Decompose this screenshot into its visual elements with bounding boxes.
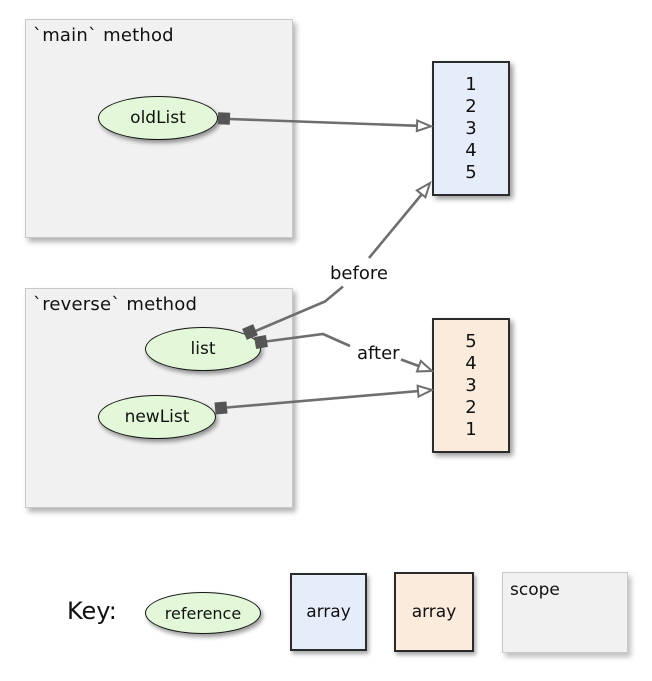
arrow-line (400, 358, 421, 368)
array-value: 2 (465, 95, 477, 117)
array-value: 4 (465, 352, 477, 374)
array-value: 1 (465, 73, 477, 95)
arrowhead-icon (415, 180, 432, 199)
array-value: 3 (465, 374, 477, 396)
arrow-line (367, 193, 424, 259)
key-array-blue-box: array (290, 573, 367, 651)
reference-oldlist-label: oldList (130, 108, 186, 128)
key-array-blue-label: array (306, 602, 351, 622)
array-value: 2 (465, 396, 477, 418)
main-method-scope: `main` method (25, 19, 293, 238)
key-reference-ellipse: reference (145, 592, 261, 634)
reference-list-label: list (190, 339, 216, 359)
reference-oldlist: oldList (98, 96, 218, 140)
array-value: 3 (465, 117, 477, 139)
arrowhead-icon (416, 384, 435, 399)
after-label: after (357, 343, 400, 364)
arrowhead-icon (415, 359, 435, 373)
key-scope-box: scope (502, 572, 628, 653)
key-label: Key: (67, 597, 117, 625)
key-scope-label: scope (510, 580, 560, 600)
arrowhead-icon (415, 119, 434, 133)
array-value: 5 (465, 330, 477, 352)
array-value: 4 (465, 139, 477, 161)
before-label: before (330, 263, 388, 284)
key-reference-label: reference (164, 603, 242, 623)
reference-newlist: newList (98, 395, 216, 439)
array-value: 1 (465, 418, 477, 440)
array-value: 5 (465, 161, 477, 183)
main-scope-title: `main` method (33, 25, 174, 46)
key-array-orange-box: array (394, 572, 474, 652)
reference-list: list (145, 327, 261, 371)
key-array-orange-label: array (411, 602, 457, 622)
reverse-scope-title: `reverse` method (33, 294, 198, 315)
reference-newlist-label: newList (124, 407, 190, 427)
